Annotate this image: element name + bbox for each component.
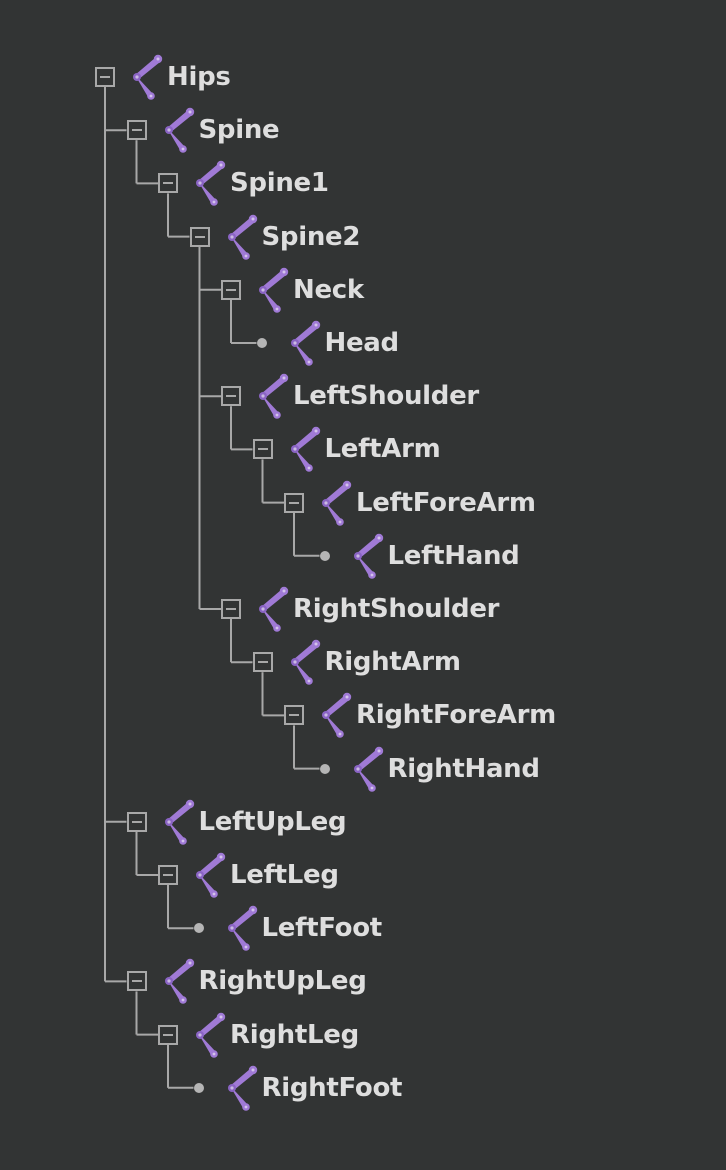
tree-node-label: RightUpLeg [198, 966, 367, 997]
leaf-dot-icon [319, 763, 330, 774]
tree-node-label: Spine2 [261, 221, 361, 252]
tree-node-left-hand[interactable]: LeftHand [316, 533, 726, 579]
bone-joint-icon [196, 1012, 226, 1058]
tree-node-label: RightLeg [230, 1019, 359, 1050]
tree-node-left-shoulder[interactable]: LeftShoulder [221, 373, 726, 419]
collapse-minus-icon[interactable] [252, 439, 273, 460]
tree-node-spine[interactable]: Spine [126, 107, 647, 153]
bone-joint-icon [259, 373, 289, 419]
tree-node-left-up-leg[interactable]: LeftUpLeg [126, 799, 647, 845]
leaf-dot-icon [193, 1082, 204, 1093]
tree-node-label: RightHand [387, 753, 541, 784]
tree-node-right-hand[interactable]: RightHand [316, 746, 726, 792]
tree-node-label: LeftLeg [230, 860, 339, 890]
bone-joint-icon [353, 746, 383, 792]
collapse-minus-icon[interactable] [189, 226, 210, 247]
bone-joint-icon [164, 107, 194, 153]
tree-node-label: LeftUpLeg [198, 806, 347, 837]
collapse-minus-icon[interactable] [158, 173, 178, 194]
tree-node-spine1[interactable]: Spine1 [158, 161, 678, 207]
collapse-minus-icon[interactable] [221, 279, 241, 300]
bone-joint-icon [227, 1065, 257, 1111]
tree-node-label: Neck [293, 274, 364, 305]
bone-joint-icon [196, 161, 226, 207]
tree-node-label: RightFoot [261, 1072, 403, 1103]
bone-joint-icon [290, 427, 320, 473]
tree-node-right-shoulder[interactable]: RightShoulder [221, 586, 726, 632]
tree-node-label: LeftForeArm [356, 487, 536, 518]
tree-node-label: LeftFoot [261, 913, 383, 944]
bone-joint-icon [259, 586, 289, 632]
collapse-minus-icon[interactable] [252, 652, 273, 673]
bone-joint-icon [227, 905, 257, 951]
bone-joint-icon [353, 533, 383, 579]
collapse-minus-icon[interactable] [158, 865, 178, 885]
tree-node-label: LeftHand [387, 540, 520, 571]
tree-node-right-up-leg[interactable]: RightUpLeg [126, 959, 647, 1005]
tree-node-neck[interactable]: Neck [221, 267, 726, 313]
collapse-minus-icon[interactable] [126, 120, 147, 141]
collapse-minus-icon[interactable] [284, 705, 304, 726]
tree-node-label: LeftShoulder [293, 381, 479, 412]
tree-node-left-fore-arm[interactable]: LeftForeArm [284, 480, 726, 526]
collapse-minus-icon[interactable] [284, 492, 304, 513]
bone-joint-icon [259, 267, 289, 313]
tree-node-right-foot[interactable]: RightFoot [190, 1065, 710, 1111]
collapse-minus-icon[interactable] [126, 971, 147, 992]
tree-node-left-foot[interactable]: LeftFoot [190, 905, 710, 951]
collapse-minus-icon[interactable] [126, 811, 147, 832]
bone-joint-icon [196, 852, 226, 898]
tree-node-label: RightArm [324, 647, 461, 678]
collapse-minus-icon[interactable] [158, 1024, 178, 1045]
tree-node-label: RightShoulder [293, 594, 500, 624]
leaf-dot-icon [319, 550, 330, 561]
tree-node-right-arm[interactable]: RightArm [252, 639, 726, 685]
tree-node-right-fore-arm[interactable]: RightForeArm [284, 693, 726, 739]
bone-joint-icon [164, 799, 194, 845]
collapse-minus-icon[interactable] [221, 386, 241, 407]
tree-node-label: Head [324, 328, 400, 358]
leaf-dot-icon [256, 338, 267, 348]
bone-joint-icon [133, 54, 163, 100]
tree-node-label: Spine1 [230, 168, 329, 199]
tree-node-right-leg[interactable]: RightLeg [158, 1012, 678, 1058]
bone-joint-icon [322, 693, 352, 739]
tree-node-label: Spine [198, 115, 280, 146]
tree-node-label: RightForeArm [356, 700, 556, 731]
bone-joint-icon [227, 214, 257, 260]
bone-joint-icon [164, 959, 194, 1005]
bone-joint-icon [290, 320, 320, 366]
tree-node-head[interactable]: Head [253, 320, 726, 366]
tree-node-label: LeftArm [324, 434, 441, 465]
tree-node-spine2[interactable]: Spine2 [189, 214, 710, 260]
tree-node-label: Hips [167, 62, 231, 92]
tree-node-left-leg[interactable]: LeftLeg [158, 852, 678, 898]
tree-node-left-arm[interactable]: LeftArm [252, 427, 726, 473]
leaf-dot-icon [193, 923, 204, 934]
tree-node-hips[interactable]: Hips [95, 54, 615, 100]
collapse-minus-icon[interactable] [221, 599, 241, 619]
collapse-minus-icon[interactable] [95, 67, 115, 87]
bone-joint-icon [290, 639, 320, 685]
bone-joint-icon [322, 480, 352, 526]
